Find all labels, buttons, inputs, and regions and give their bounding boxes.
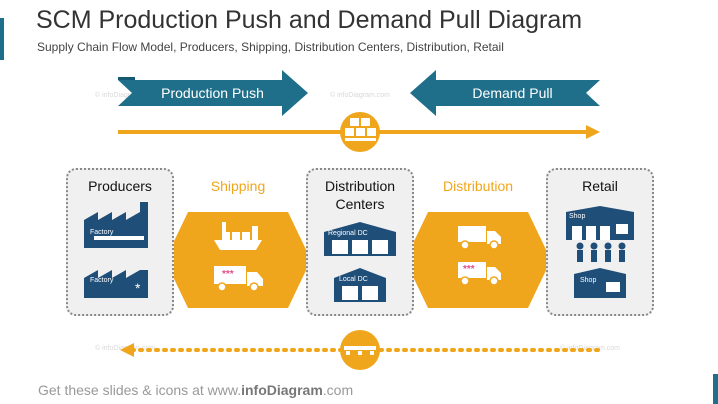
- factory-icon: [84, 270, 148, 298]
- demand-pull-label: Demand Pull: [472, 85, 553, 101]
- factory-star: *: [135, 280, 141, 296]
- footer-suffix: .com: [322, 382, 354, 398]
- distribution-centers-title-line1: Distribution: [324, 178, 396, 194]
- shipping-title: Shipping: [210, 178, 266, 194]
- factory-icon: [84, 202, 148, 248]
- truck-icon: [458, 226, 501, 250]
- retail-title: Retail: [582, 178, 618, 194]
- shop-label: Shop: [580, 277, 597, 284]
- factory-label: Factory: [90, 229, 114, 236]
- shop-label: Shop: [569, 213, 586, 220]
- distribution-hexagon: [405, 212, 551, 308]
- shop-icon: [574, 268, 626, 298]
- demand-pull-arrow: [410, 70, 600, 116]
- production-push-arrow: [118, 70, 308, 116]
- footer-prefix: Get these slides & icons at www.: [38, 382, 242, 398]
- truck-icon: [214, 266, 263, 292]
- production-push-label: Production Push: [161, 85, 264, 101]
- distribution-centers-title-line2: Centers: [335, 196, 385, 212]
- left-accent-bar: [0, 18, 4, 60]
- footer-credit: Get these slides & icons at www.infoDiag…: [38, 382, 353, 398]
- cargo-ship-icon: [214, 222, 262, 250]
- page-subtitle: Supply Chain Flow Model, Producers, Ship…: [37, 40, 504, 54]
- producers-title: Producers: [88, 178, 152, 194]
- regional-dc-label: Regional DC: [328, 230, 368, 237]
- warehouse-icon: [334, 268, 386, 302]
- factory-label: Factory: [90, 277, 114, 284]
- right-accent-bar: [713, 374, 718, 404]
- page-title: SCM Production Push and Demand Pull Diag…: [36, 6, 583, 34]
- watermark: © infoDiagram.com: [330, 92, 391, 99]
- customers-icon: [576, 242, 626, 262]
- truck-stars: ***: [463, 264, 475, 275]
- warehouse-icon: [324, 222, 396, 256]
- truck-icon: [458, 262, 501, 286]
- shop-icon: [566, 206, 634, 240]
- local-dc-label: Local DC: [339, 276, 368, 283]
- footer-brand: infoDiagram: [241, 382, 323, 398]
- watermark: © infoDiagram.com: [95, 92, 156, 99]
- truck-stars: ***: [222, 269, 234, 280]
- shipping-hexagon: [165, 212, 311, 308]
- pallet-icon: [340, 330, 380, 370]
- boxes-icon: [340, 112, 380, 152]
- distribution-title: Distribution: [442, 178, 514, 194]
